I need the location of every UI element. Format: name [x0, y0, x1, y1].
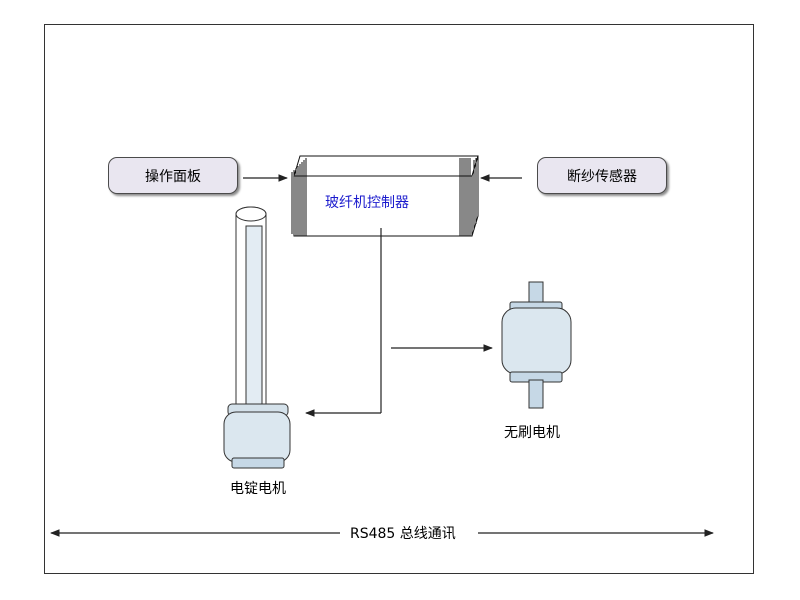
spindle-motor-figure: [223, 206, 291, 469]
brushless-motor-label: 无刷电机: [504, 425, 560, 441]
brushless-motor-figure: [501, 281, 572, 409]
bus-label: RS485 总线通讯: [350, 526, 456, 542]
controller-label: 玻纤机控制器: [323, 192, 411, 212]
diagram-frame: [44, 24, 754, 574]
operation-panel-box: 操作面板: [108, 157, 238, 194]
spindle-motor-label: 电锭电机: [230, 481, 286, 497]
operation-panel-label: 操作面板: [145, 168, 201, 185]
break-sensor-label: 断纱传感器: [567, 168, 637, 185]
break-sensor-box: 断纱传感器: [537, 157, 667, 194]
